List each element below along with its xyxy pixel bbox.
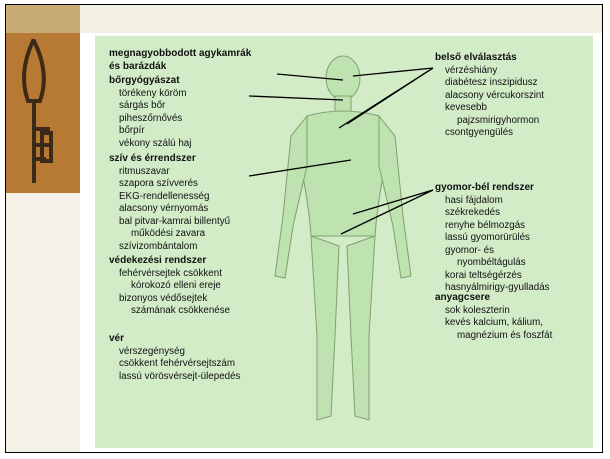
group-header: és barázdák (109, 61, 251, 74)
list-item: törékeny köröm (109, 88, 191, 101)
list-item: vérszegénység (109, 346, 240, 359)
list-item: sárgás bőr (109, 100, 191, 113)
key-icon (6, 33, 80, 193)
list-item: csökkent fehérvérsejtszám (109, 358, 240, 371)
list-item: gyomor- és (435, 245, 550, 258)
list-item: alacsony vérnyomás (109, 203, 230, 216)
list-item: bal pitvar-kamrai billentyű (109, 216, 230, 229)
group-header: belső elválasztás (435, 52, 544, 65)
list-item: működési zavara (109, 228, 230, 241)
list-item: vékony szálú haj (109, 138, 191, 151)
group-header: bőrgyógyászat (109, 75, 191, 88)
list-item: piheszőrnővés (109, 113, 191, 126)
group-header: vér (109, 333, 240, 346)
group-header: szív és érrendszer (109, 153, 230, 166)
group-endocrine: belső elválasztás vérzéshiány diabétesz … (435, 52, 544, 140)
list-item: bőrpír (109, 125, 191, 138)
key-image-band (6, 33, 80, 193)
list-item: ritmuszavar (109, 166, 230, 179)
group-blood: vér vérszegénység csökkent fehérvérsejts… (109, 333, 240, 383)
diagram-panel: megnagyobbodott agykamrák és barázdák bő… (95, 36, 593, 448)
list-item: bizonyos védősejtek (109, 293, 230, 306)
list-item: magnézium és foszfát (435, 330, 552, 343)
list-item: kevés kalcium, kálium, (435, 317, 552, 330)
top-decor-bar (6, 5, 602, 33)
group-metabolism: anyagcsere sok koleszterin kevés kalcium… (435, 292, 552, 342)
list-item: lassú gyomorürülés (435, 232, 550, 245)
list-item: vérzéshiány (435, 65, 544, 78)
group-header: gyomor-bél rendszer (435, 182, 550, 195)
group-dermatology: bőrgyógyászat törékeny köröm sárgás bőr … (109, 75, 191, 150)
list-item: alacsony vércukorszint (435, 90, 544, 103)
list-item: kórokozó elleni ereje (109, 280, 230, 293)
left-decor-panel (6, 193, 80, 452)
list-item: diabétesz inszipidusz (435, 77, 544, 90)
list-item: nyombéltágulás (435, 257, 550, 270)
group-header: megnagyobbodott agykamrák (109, 48, 251, 61)
list-item: EKG-rendellenesség (109, 191, 230, 204)
group-gastro: gyomor-bél rendszer hasi fájdalom székre… (435, 182, 550, 295)
top-decor-corner (6, 5, 80, 33)
list-item: renyhe bélmozgás (435, 220, 550, 233)
list-item: szapora szívverés (109, 178, 230, 191)
list-item: lassú vörösvérsejt-ülepedés (109, 371, 240, 384)
list-item: szívizombántalom (109, 241, 230, 254)
group-header: védekezési rendszer (109, 255, 230, 268)
list-item: kevesebb (435, 102, 544, 115)
list-item: fehérvérsejtek csökkent (109, 268, 230, 281)
list-item: csontgyengülés (435, 127, 544, 140)
list-item: pajzsmirigyhormon (435, 115, 544, 128)
list-item: székrekedés (435, 207, 550, 220)
group-header: anyagcsere (435, 292, 552, 305)
group-immune: védekezési rendszer fehérvérsejtek csökk… (109, 255, 230, 318)
group-brain: megnagyobbodott agykamrák és barázdák (109, 48, 251, 73)
list-item: hasi fájdalom (435, 195, 550, 208)
list-item: sok koleszterin (435, 305, 552, 318)
list-item: számának csökkenése (109, 305, 230, 318)
group-cardio: szív és érrendszer ritmuszavar szapora s… (109, 153, 230, 253)
list-item: korai teltségérzés (435, 270, 550, 283)
